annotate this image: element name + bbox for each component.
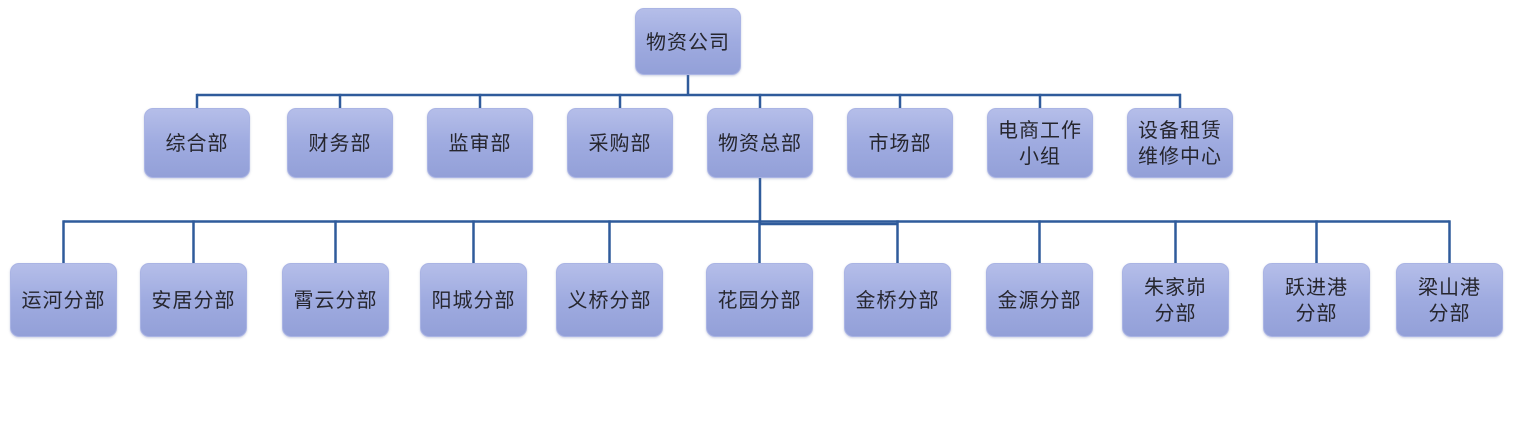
dept-node: 设备租赁 维修中心 — [1127, 108, 1233, 178]
dept-node: 电商工作 小组 — [987, 108, 1093, 178]
branch-node: 义桥分部 — [556, 263, 663, 337]
dept-node: 财务部 — [287, 108, 393, 178]
branch-node: 运河分部 — [10, 263, 117, 337]
root-node: 物资公司 — [635, 8, 741, 75]
branch-node: 霄云分部 — [282, 263, 389, 337]
dept-node: 市场部 — [847, 108, 953, 178]
dept-node: 物资总部 — [707, 108, 813, 178]
branch-node: 朱家峁 分部 — [1122, 263, 1229, 337]
branch-node: 金源分部 — [986, 263, 1093, 337]
branch-node: 金桥分部 — [844, 263, 951, 337]
dept-node: 监审部 — [427, 108, 533, 178]
branch-node: 梁山港 分部 — [1396, 263, 1503, 337]
dept-node: 综合部 — [144, 108, 250, 178]
branch-node: 安居分部 — [140, 263, 247, 337]
branch-node: 花园分部 — [706, 263, 813, 337]
branch-node: 阳城分部 — [420, 263, 527, 337]
branch-node: 跃进港 分部 — [1263, 263, 1370, 337]
dept-node: 采购部 — [567, 108, 673, 178]
